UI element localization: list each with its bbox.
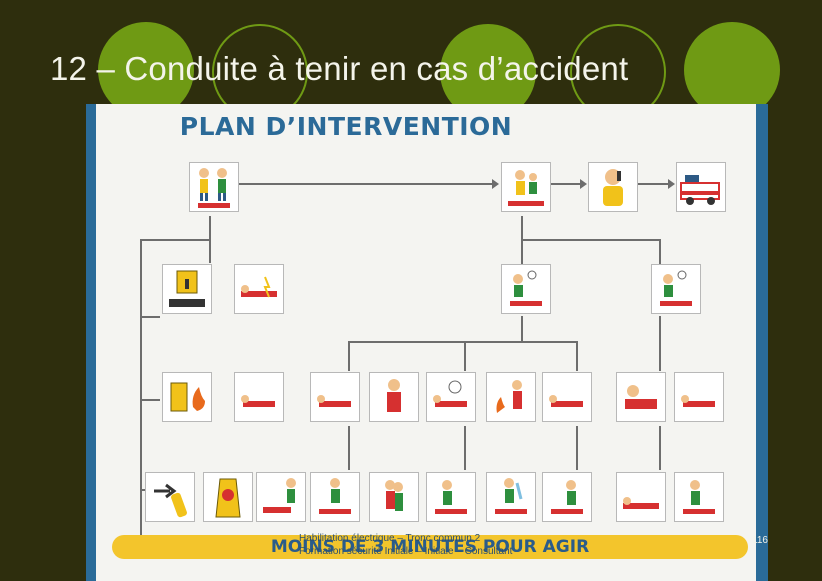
victim-electrified-tile (234, 264, 284, 314)
connector (348, 341, 350, 371)
connector (140, 399, 160, 401)
electric-cutoff-tile (162, 264, 212, 314)
arrow-icon (492, 179, 499, 189)
footer-course-title: Habilitation électrique – Tronc commun 2 (299, 533, 480, 544)
arrow-icon (580, 179, 587, 189)
connector (348, 426, 350, 470)
cpr-tile (310, 472, 360, 522)
fire-hazard-tile (162, 372, 212, 422)
stabilize-tile (542, 472, 592, 522)
witness-alert-tile (189, 162, 239, 212)
connector (140, 239, 210, 241)
cool-burn-tile (486, 472, 536, 522)
first-aider-tile (501, 162, 551, 212)
connector (521, 316, 523, 342)
drag-victim-tile (256, 472, 306, 522)
connector (576, 341, 578, 371)
recovery-position-tile (616, 472, 666, 522)
arrow-icon (668, 179, 675, 189)
victim-choking-tile (369, 372, 419, 422)
connector (140, 316, 160, 318)
lockout-lever-tile (145, 472, 195, 522)
compression-tile (426, 472, 476, 522)
victim-pain-tile (616, 372, 666, 422)
victim-bleeding-tile (426, 372, 476, 422)
connector (209, 216, 211, 240)
connector (348, 341, 578, 343)
victim-burn-tile (486, 372, 536, 422)
slide-title: 12 – Conduite à tenir en cas d’accident (50, 50, 628, 88)
intervention-plan-image: PLAN D’INTERVENTION (86, 104, 768, 581)
connector (140, 239, 142, 539)
warning-sign-tile (203, 472, 253, 522)
connector (521, 239, 661, 241)
heimlich-tile (369, 472, 419, 522)
page-number: 116 (752, 535, 768, 546)
victim-fall-tile (542, 372, 592, 422)
footer-course-subtitle: Formation sécurité Initiale – Initiale –… (299, 546, 512, 557)
victim-lying-tile (234, 372, 284, 422)
connector (234, 183, 494, 185)
connector (659, 426, 661, 470)
victim-unconscious-tile (310, 372, 360, 422)
connector (659, 239, 661, 264)
connector (464, 341, 466, 371)
connector (209, 239, 211, 263)
connector (576, 426, 578, 470)
phone-call-tile (588, 162, 638, 212)
plan-title: PLAN D’INTERVENTION (96, 112, 596, 141)
ambulance-tile (676, 162, 726, 212)
connector (638, 183, 670, 185)
connector (659, 316, 661, 371)
connector (550, 183, 582, 185)
plan-sheet: PLAN D’INTERVENTION (96, 104, 756, 581)
victim-trauma-tile (674, 372, 724, 422)
rescuer-check-tile (501, 264, 551, 314)
connector (464, 426, 466, 470)
rescuer-assess-tile (651, 264, 701, 314)
monitor-victim-tile (674, 472, 724, 522)
